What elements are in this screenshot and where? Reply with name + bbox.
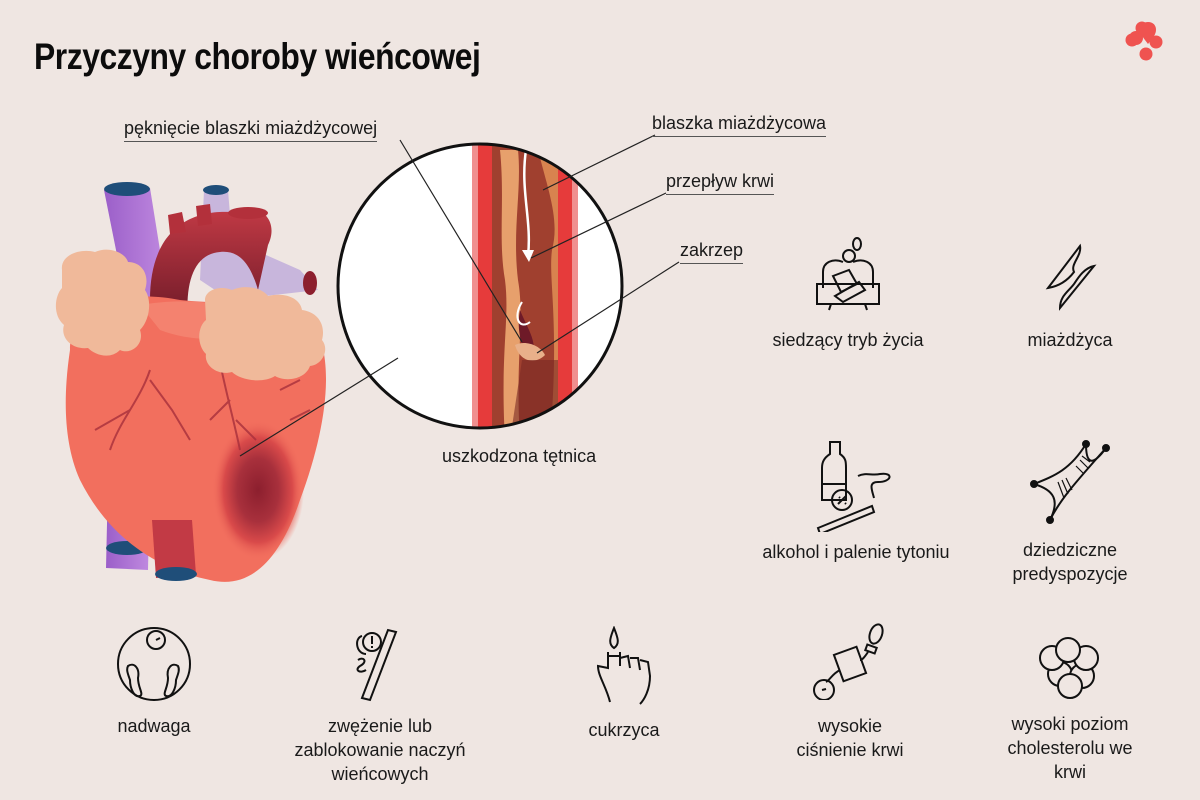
page-title: Przyczyny choroby wieńcowej — [34, 36, 481, 77]
finger-blood-drop-icon — [596, 626, 652, 705]
blocked-vessel-warning-icon — [356, 628, 398, 702]
label-plaque-rupture: pęknięcie blaszki miażdżycowej — [124, 118, 378, 142]
four-petal-logo-icon — [1125, 21, 1163, 61]
cause-diabetes: cukrzyca — [554, 626, 694, 742]
cause-hereditary: dziedziczne predyspozycje — [990, 440, 1150, 586]
label-plaque: blaszka miażdżycowa — [652, 113, 827, 137]
cause-atherosclerosis: miażdżyca — [990, 236, 1150, 352]
label-damaged-artery: uszkodzona tętnica — [442, 446, 597, 466]
label-clot: zakrzep — [680, 240, 744, 264]
person-on-couch-icon — [816, 237, 880, 311]
cause-sedentary: siedzący tryb życia — [748, 236, 948, 352]
cause-cholesterol: wysoki poziom cholesterolu we krwi — [990, 636, 1150, 784]
label-blood-flow: przepływ krwi — [666, 171, 775, 195]
cause-narrowing: zwężenie lub zablokowanie naczyń wieńcow… — [270, 626, 490, 786]
scale-feet-icon — [117, 627, 191, 701]
cause-overweight: nadwaga — [84, 626, 224, 738]
fat-cells-icon — [1039, 637, 1099, 699]
blood-pressure-cuff-icon — [813, 623, 884, 700]
cause-alcohol-smoking: alkohol i palenie tytoniu — [740, 440, 972, 564]
bottle-cigarette-icon — [816, 441, 891, 532]
narrowed-vessel-icon — [1045, 243, 1097, 311]
dna-icon — [1030, 440, 1110, 524]
cause-hypertension: wysokie ciśnienie krwi — [780, 620, 920, 762]
